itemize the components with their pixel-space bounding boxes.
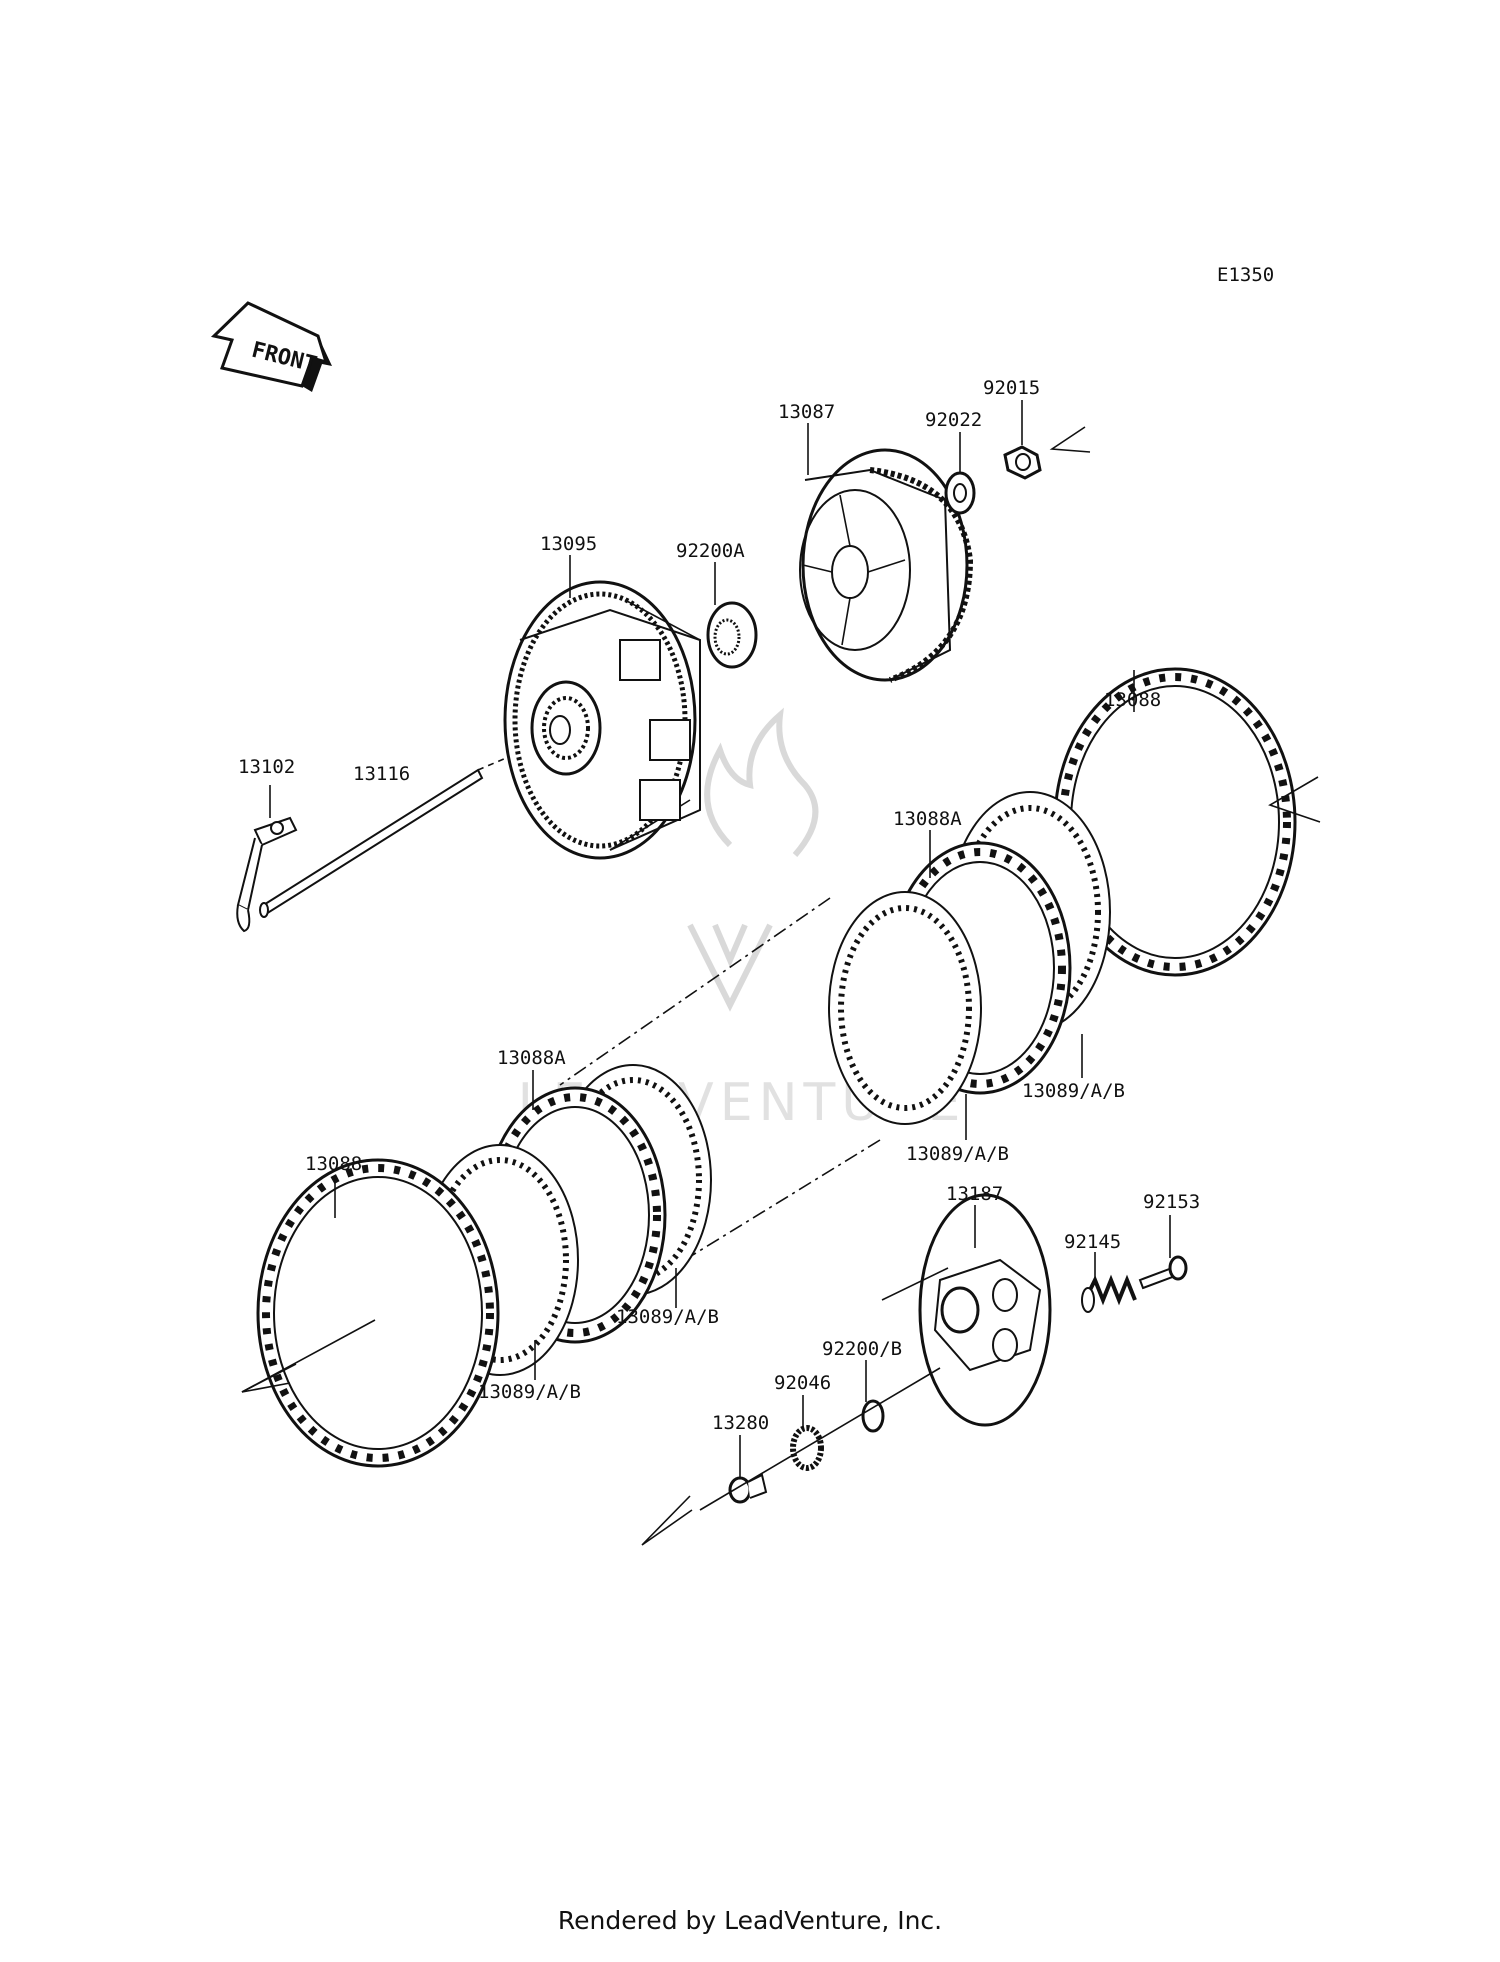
shaft-13116 (259, 751, 521, 918)
front-arrow-icon: FRONT (210, 301, 332, 392)
label-92046[interactable]: 92046 (774, 1372, 831, 1394)
leader-lines (269, 400, 1171, 1478)
part-labels: 13087 92022 92015 13095 92200A 13088 131… (238, 377, 1200, 1434)
collar-92200a (706, 601, 758, 669)
label-13089-left-1[interactable]: 13089/A/B (616, 1306, 719, 1328)
footer-credit: Rendered by LeadVenture, Inc. (557, 1906, 943, 1935)
label-13088-right[interactable]: 13088 (1104, 689, 1161, 711)
arrow-13280 (641, 1495, 693, 1546)
diagram-code: E1350 (1217, 264, 1274, 286)
arrow-92015 (1049, 426, 1091, 453)
label-13089-left-2[interactable]: 13089/A/B (478, 1381, 581, 1403)
bolt-92153 (1138, 1255, 1188, 1290)
label-13116[interactable]: 13116 (353, 763, 410, 785)
label-13102[interactable]: 13102 (238, 756, 295, 778)
label-13087[interactable]: 13087 (778, 401, 835, 423)
label-92153[interactable]: 92153 (1143, 1191, 1200, 1213)
spring-92145 (1081, 1274, 1137, 1313)
clutch-hub-13087 (799, 448, 974, 683)
label-13187[interactable]: 13187 (946, 1183, 1003, 1205)
clutch-housing-13095 (503, 580, 701, 860)
label-13095[interactable]: 13095 (540, 533, 597, 555)
lever-13102 (236, 816, 298, 933)
label-13089-right-2[interactable]: 13089/A/B (906, 1143, 1009, 1165)
label-92200b[interactable]: 92200/B (822, 1338, 902, 1360)
washer-92022 (944, 471, 976, 515)
plate-stack-right (828, 791, 1111, 1125)
label-13089-right-1[interactable]: 13089/A/B (1022, 1080, 1125, 1102)
arrow-13088-right (1268, 776, 1321, 823)
label-13088-left[interactable]: 13088 (305, 1153, 362, 1175)
pressure-plate-13187 (918, 1193, 1052, 1427)
label-13088a-left[interactable]: 13088A (497, 1047, 566, 1069)
nut-92015 (1003, 445, 1042, 480)
label-13088a-right[interactable]: 13088A (893, 808, 962, 830)
label-92200a[interactable]: 92200A (676, 540, 745, 562)
label-92145[interactable]: 92145 (1064, 1231, 1121, 1253)
label-13280[interactable]: 13280 (712, 1412, 769, 1434)
label-92015[interactable]: 92015 (983, 377, 1040, 399)
bearing-92046 (790, 1425, 824, 1471)
label-92022[interactable]: 92022 (925, 409, 982, 431)
friction-plate-13088-left (256, 1158, 500, 1468)
washer-92200b (861, 1399, 885, 1433)
connection-lines (559, 897, 881, 1273)
